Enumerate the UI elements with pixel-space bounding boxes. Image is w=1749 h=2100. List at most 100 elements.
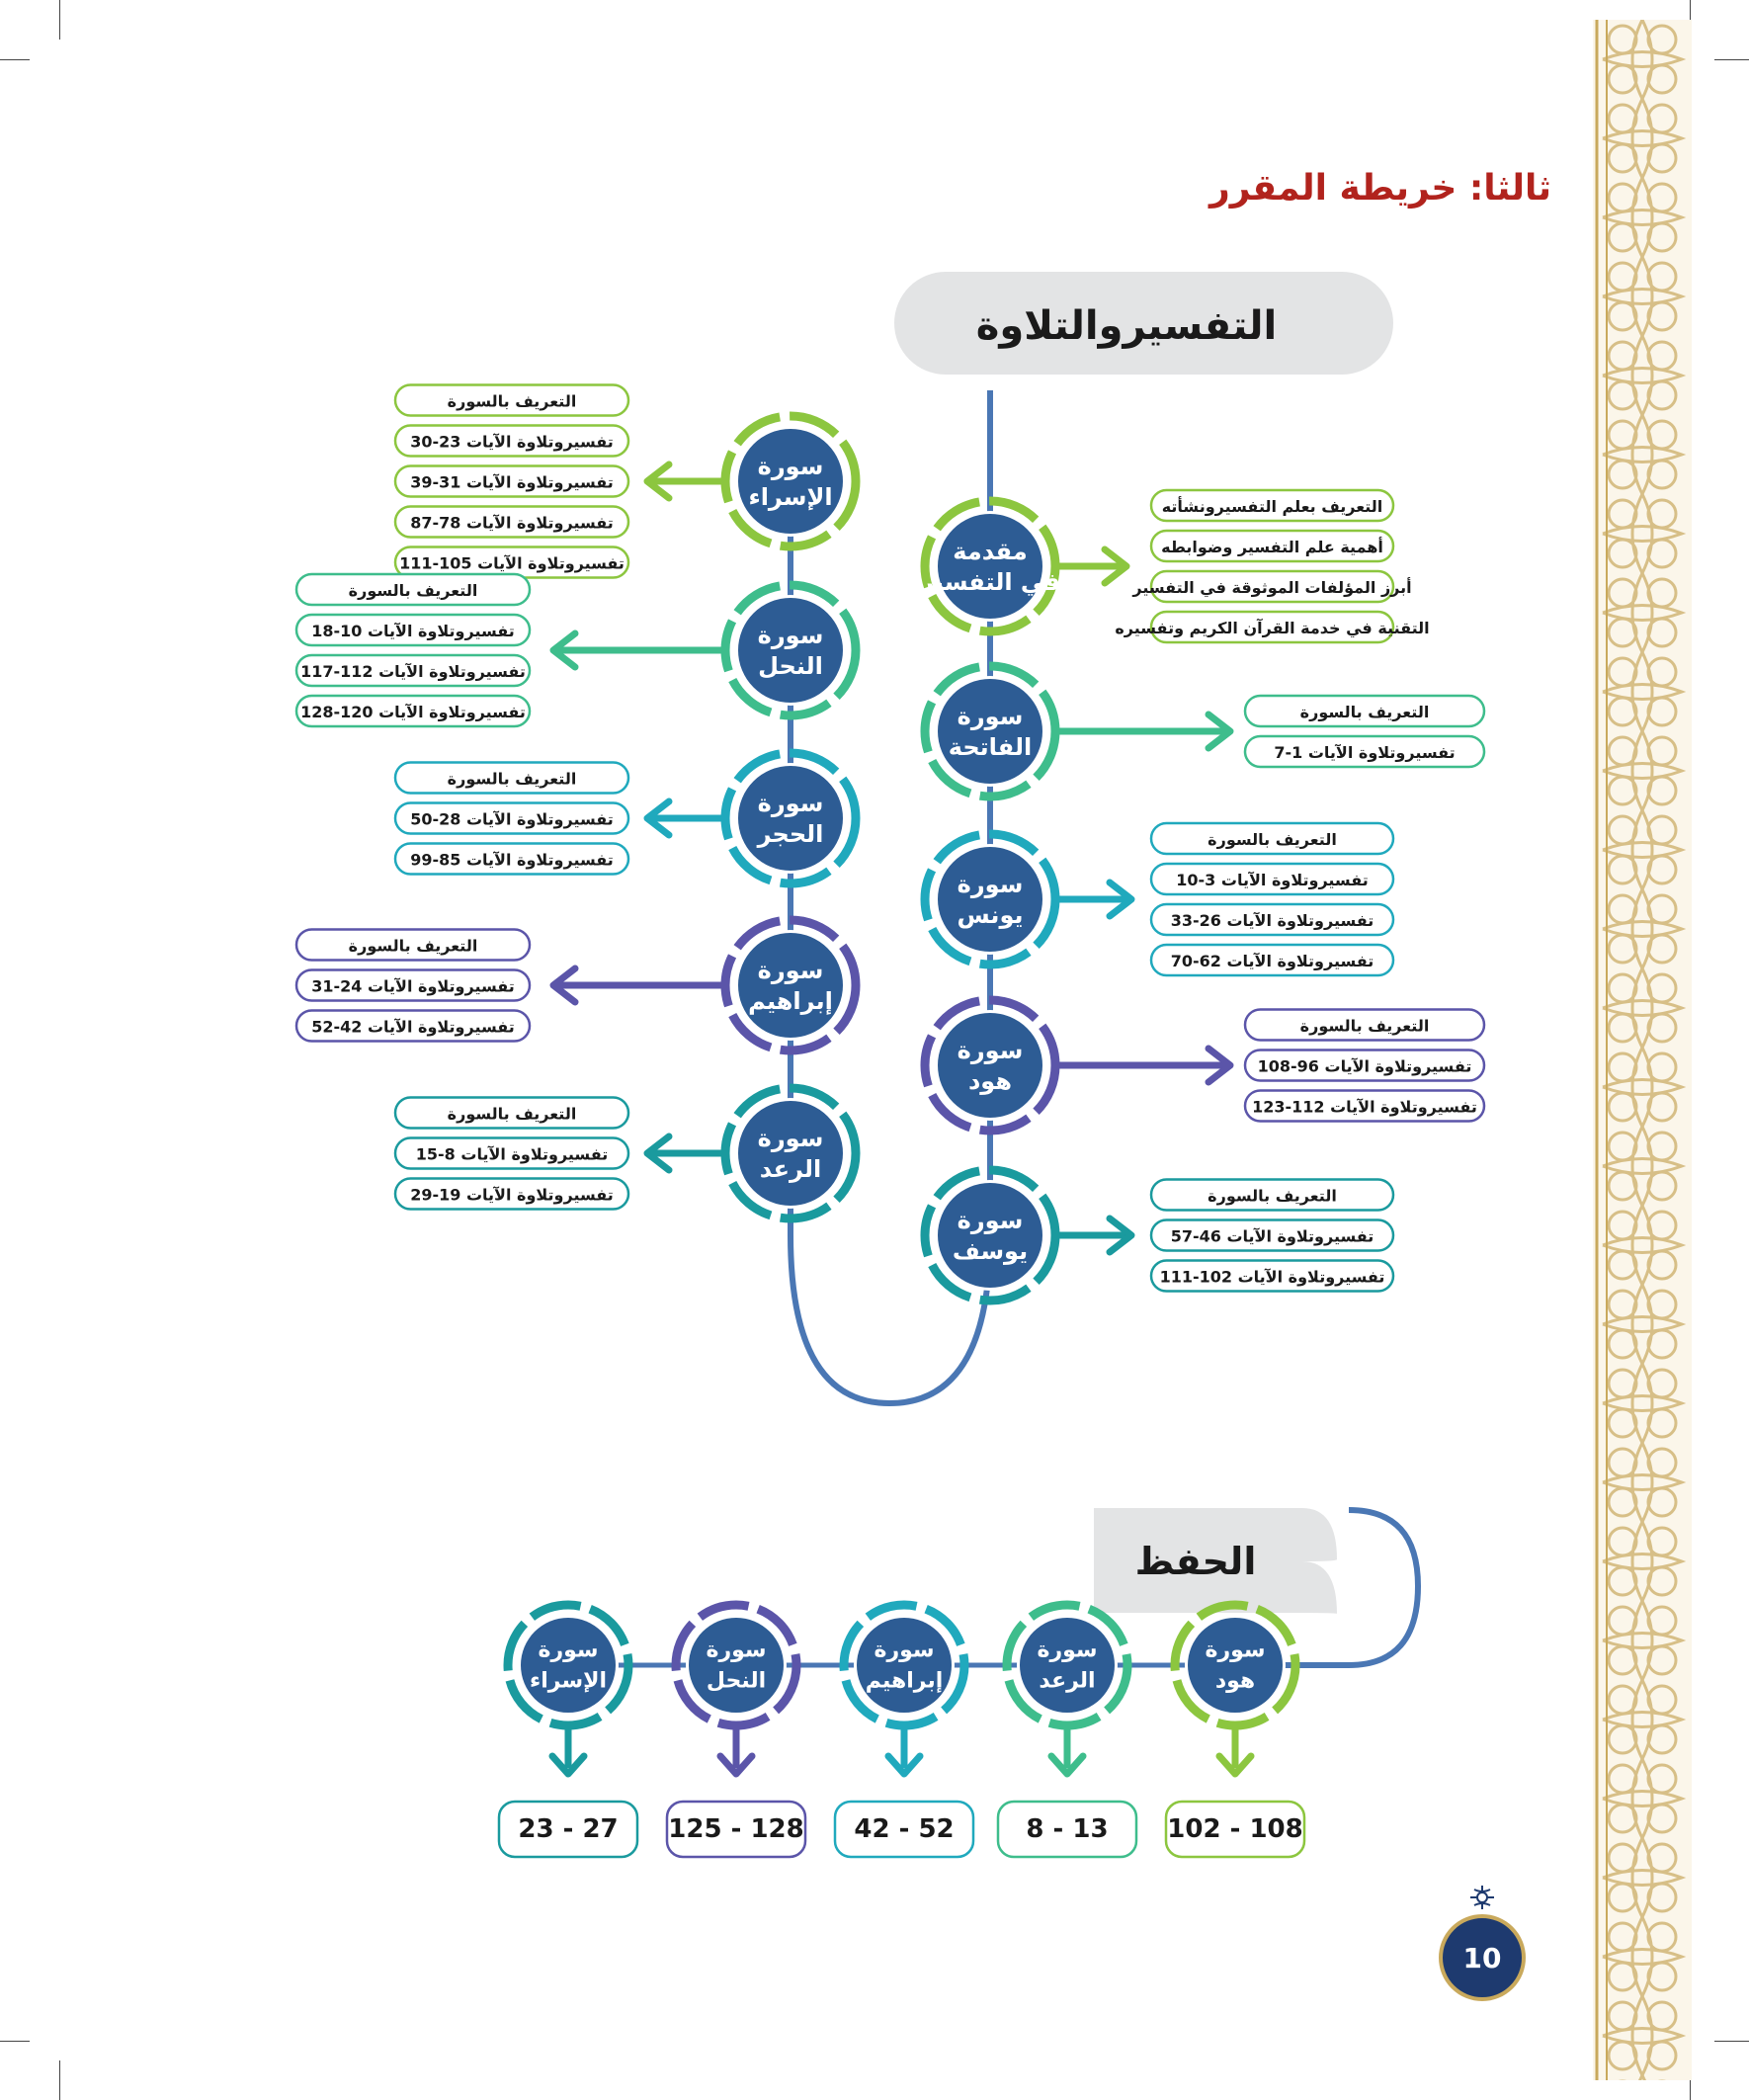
node-label-line: يوسف <box>953 1237 1028 1265</box>
surah-node: سورة الرعد <box>725 1088 856 1218</box>
node-label-line: إبراهيم <box>866 1669 944 1694</box>
node-label-line: مقدمة <box>953 538 1027 565</box>
node-label-line: إبراهيم <box>748 987 833 1015</box>
surah-node: سورة الفاتحة <box>925 666 1055 797</box>
range-label: 108 - 102 <box>1167 1814 1302 1844</box>
node-label-line: الرعد <box>1039 1669 1095 1694</box>
surah-node: سورة النحل <box>725 585 856 715</box>
node-label-line: سورة <box>874 1638 934 1663</box>
item-label: التعريف بالسورة <box>349 937 478 956</box>
range-label: 13 - 8 <box>1026 1814 1108 1844</box>
node-core <box>738 598 843 703</box>
range-label: 52 - 42 <box>854 1814 954 1844</box>
node-core <box>738 429 843 534</box>
item-label: تفسيروتلاوة الآيات 102-111 <box>1160 1268 1385 1287</box>
range-label: 27 - 23 <box>518 1814 618 1844</box>
node-core <box>938 1013 1042 1118</box>
node-label-line: الحجر <box>757 820 824 848</box>
node-label-line: يونس <box>958 901 1024 929</box>
surah-node: سورة إبراهيم <box>844 1605 964 1725</box>
node-label-line: سورة <box>1037 1638 1097 1663</box>
node-label-line: سورة <box>758 957 824 984</box>
node-label-line: سورة <box>758 453 824 480</box>
item-label: التعريف بالسورة <box>349 581 478 600</box>
node-label-line: الرعد <box>760 1155 821 1183</box>
node-label-line: سورة <box>958 871 1024 898</box>
section-title: التفسيروالتلاوة <box>976 303 1278 349</box>
node-core <box>857 1618 952 1713</box>
item-label: تفسيروتلاوة الآيات 3-10 <box>1176 871 1368 889</box>
node-label-line: الإسراء <box>530 1669 607 1694</box>
node-core <box>1020 1618 1115 1713</box>
item-label: التعريف بالسورة <box>448 770 577 789</box>
node-label-line: هود <box>1215 1669 1255 1694</box>
item-label: أهمية علم التفسير وضوابطه <box>1161 537 1383 556</box>
item-label: التعريف بالسورة <box>1300 1017 1430 1036</box>
item-label: تفسيروتلاوة الآيات 8-15 <box>416 1145 608 1164</box>
node-label-line: في التفسير <box>919 568 1060 596</box>
surah-node: سورة الإسراء <box>508 1605 628 1725</box>
surah-node: سورة هود <box>925 1000 1055 1131</box>
ornament-icon <box>1468 1884 1496 1911</box>
item-label: أبرز المؤلفات الموثوقة في التفسير <box>1131 577 1411 598</box>
node-core <box>938 847 1042 952</box>
surah-node: سورةالحجر <box>725 753 856 883</box>
item-label: تفسيروتلاوة الآيات 96-108 <box>1258 1057 1472 1076</box>
item-label: تفسيروتلاوة الآيات 112-117 <box>300 662 526 681</box>
node-label-line: النحل <box>758 652 823 680</box>
node-core <box>938 1183 1042 1288</box>
item-label: تفسيروتلاوة الآيات 1-7 <box>1274 743 1455 762</box>
item-label: تفسيروتلاوة الآيات 120-128 <box>300 703 526 721</box>
node-label-line: سورة <box>958 1037 1024 1064</box>
surah-node: سورة الرعد <box>1007 1605 1127 1725</box>
node-label-line: سورة <box>538 1638 598 1663</box>
item-label: تفسيروتلاوة الآيات 24-31 <box>311 977 515 996</box>
node-label-line: سورة <box>1205 1638 1265 1663</box>
surah-node: سورة هود <box>1175 1605 1295 1725</box>
item-label: تفسيروتلاوة الآيات 46-57 <box>1171 1227 1374 1246</box>
item-label: تفسيروتلاوة الآيات 112-123 <box>1252 1098 1477 1117</box>
node-core <box>738 766 843 871</box>
item-label: تفسيروتلاوة الآيات 42-52 <box>311 1018 515 1037</box>
item-label: تفسيروتلاوة الآيات 26-33 <box>1171 911 1374 930</box>
item-label: التعريف بالسورة <box>448 1105 577 1124</box>
node-core <box>1188 1618 1283 1713</box>
page-number: 10 <box>1439 1914 1526 2001</box>
hifz-title: الحفظ <box>1135 1540 1257 1583</box>
surah-node: مقدمة في التفسير <box>919 501 1060 631</box>
node-core <box>521 1618 616 1713</box>
node-label-line: سورة <box>758 1125 824 1152</box>
item-label: التعريف بعلم التفسيرونشأته <box>1162 496 1383 516</box>
node-core <box>738 1101 843 1206</box>
item-label: التعريف بالسورة <box>1300 703 1430 721</box>
node-core <box>689 1618 784 1713</box>
node-core <box>738 933 843 1038</box>
range-label: 128 - 125 <box>668 1814 803 1844</box>
node-label-line: الفاتحة <box>949 733 1032 761</box>
item-label: التعريف بالسورة <box>1208 830 1337 849</box>
item-label: تفسيروتلاوة الآيات 105-111 <box>399 554 625 573</box>
surah-node: سورة إبراهيم <box>725 920 856 1050</box>
node-core <box>938 514 1042 619</box>
surah-node: سورة النحل <box>676 1605 796 1725</box>
item-label: تفسيروتلاوة الآيات 78-87 <box>410 514 614 533</box>
item-label: تفسيروتلاوة الآيات 19-29 <box>410 1186 614 1205</box>
item-label: التقنية في خدمة القرآن الكريم وتفسيره <box>1115 618 1429 638</box>
node-label-line: سورة <box>758 622 824 649</box>
item-label: تفسيروتلاوة الآيات 31-39 <box>410 473 614 492</box>
surah-node: سورة يوسف <box>925 1170 1055 1301</box>
node-label-line: سورة <box>706 1638 766 1663</box>
node-label-line: الإسراء <box>748 483 832 511</box>
item-label: تفسيروتلاوة الآيات 23-30 <box>410 433 614 452</box>
node-core <box>938 679 1042 784</box>
item-label: تفسيروتلاوة الآيات 28-50 <box>410 810 614 829</box>
node-label-line: سورة <box>958 1207 1024 1234</box>
node-label-line: سورة <box>958 703 1024 730</box>
node-label-line: النحل <box>707 1669 766 1694</box>
surah-node: سورة الإسراء <box>725 416 856 546</box>
node-label-line: هود <box>968 1067 1012 1095</box>
item-label: التعريف بالسورة <box>448 392 577 411</box>
item-label: تفسيروتلاوة الآيات 10-18 <box>311 622 515 640</box>
item-label: التعريف بالسورة <box>1208 1187 1337 1206</box>
